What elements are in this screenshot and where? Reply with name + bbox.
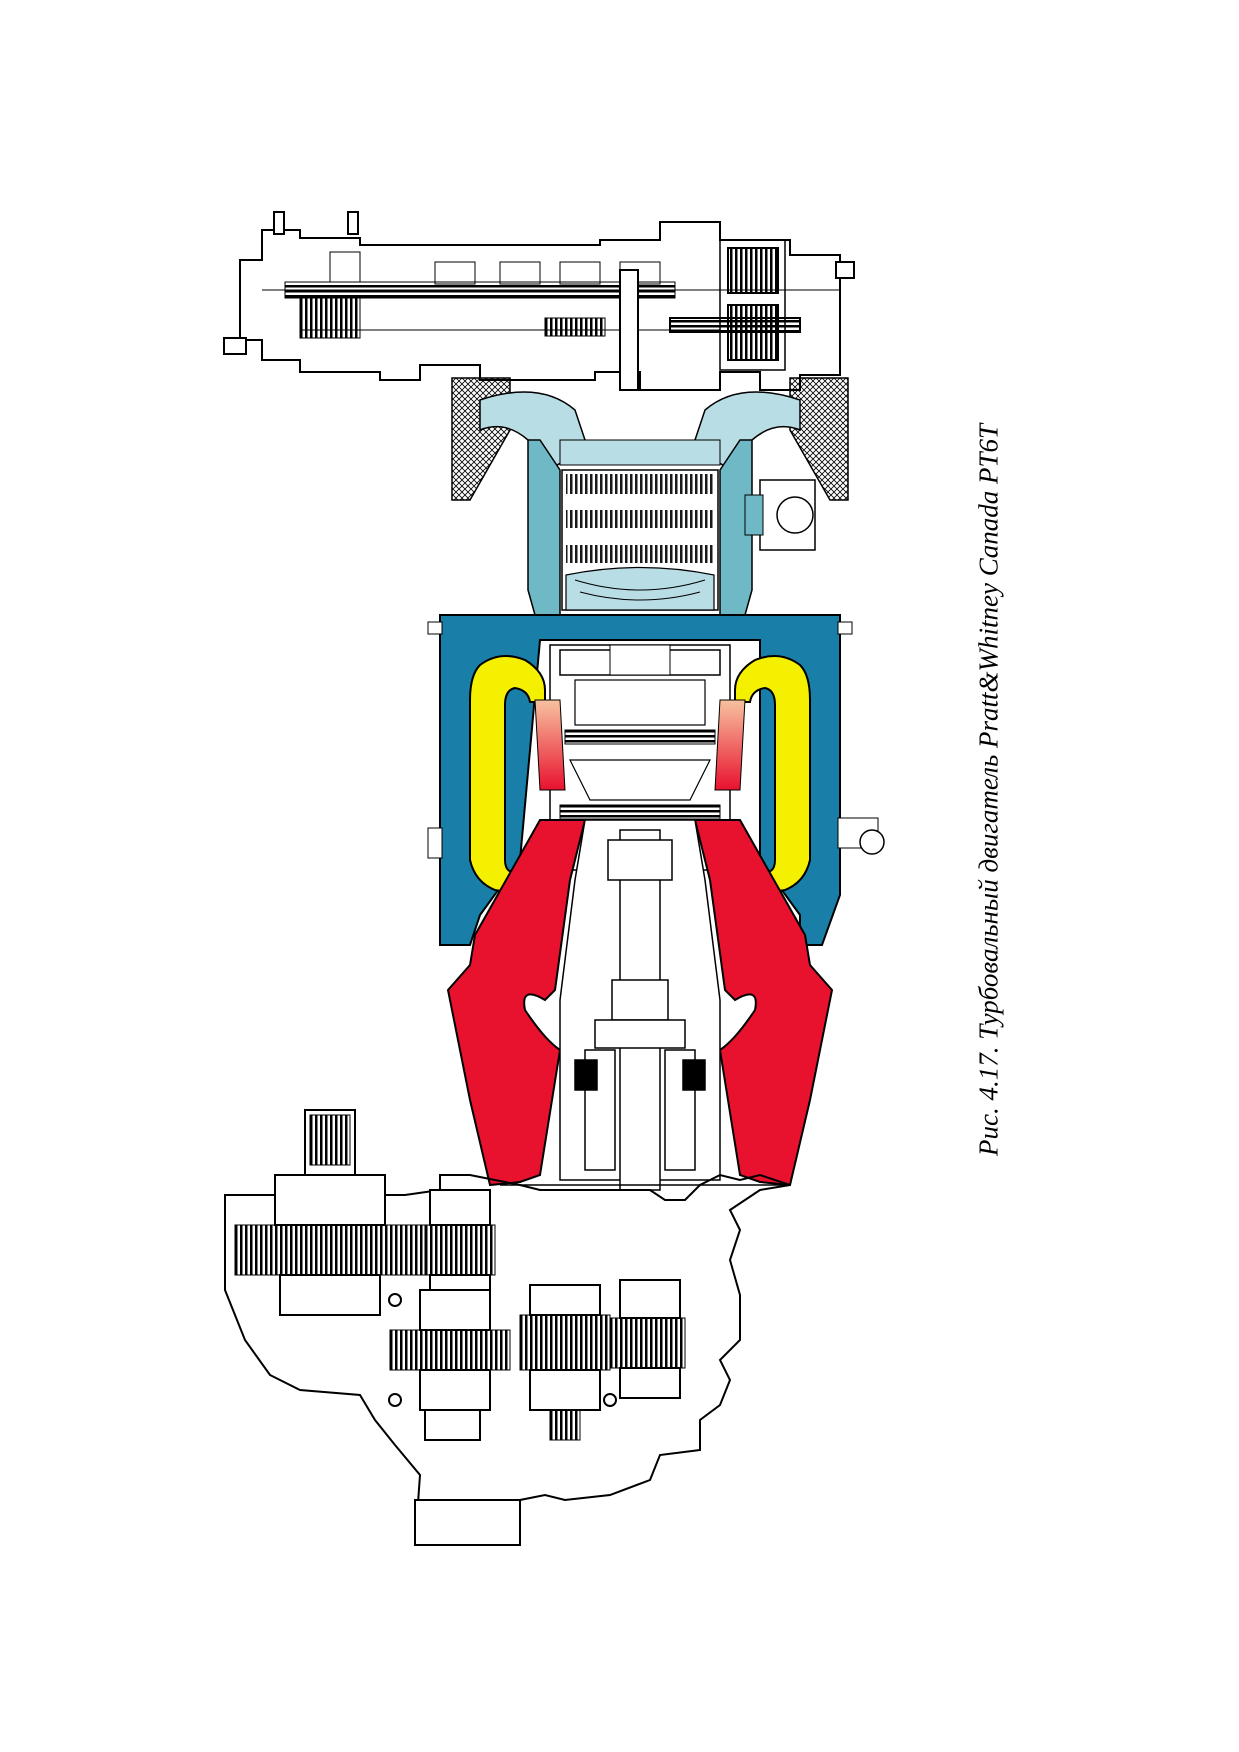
figure-caption: Рис. 4.17. Турбовальный двигатель Pratt&… [973, 424, 1004, 1157]
compressor-section [479, 391, 816, 616]
figure-caption-area: Рис. 4.17. Турбовальный двигатель Pratt&… [962, 260, 1016, 1320]
turbine-core [559, 644, 721, 820]
combustion-chamber [469, 655, 811, 893]
exhaust-duct [446, 819, 834, 1187]
accessory-gearbox [223, 211, 855, 391]
reduction-gearbox [224, 1109, 791, 1546]
power-turbine-shaft [500, 819, 790, 1191]
